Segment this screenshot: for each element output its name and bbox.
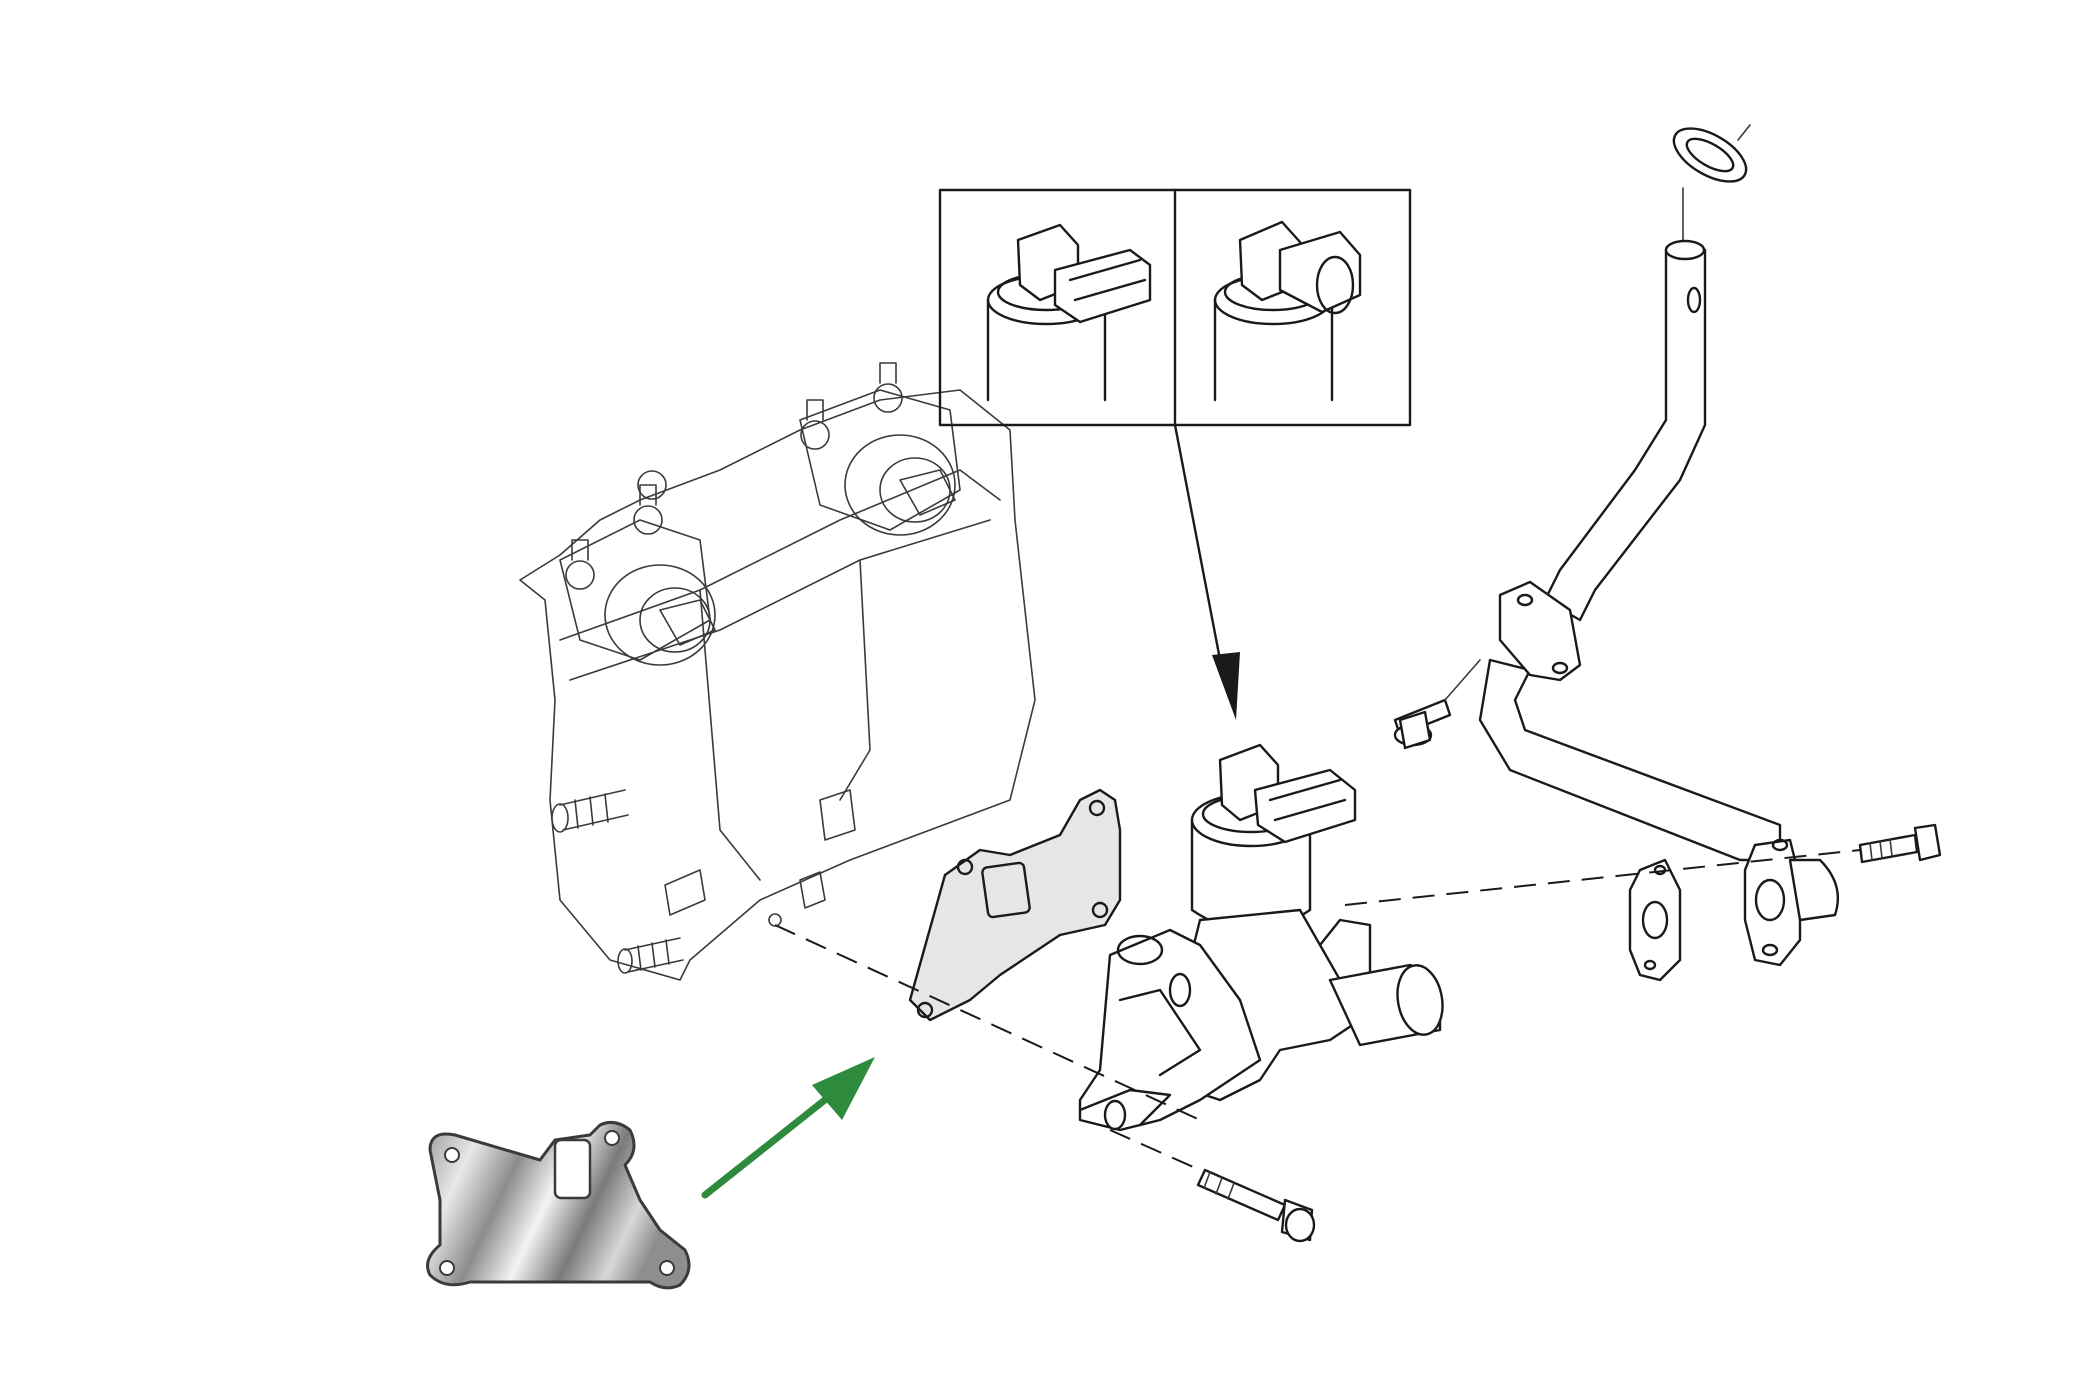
egr-blanking-plate [426, 1120, 691, 1290]
pipe-seal-ring [1672, 124, 1751, 241]
pipe-flange-bolt-upper [1393, 659, 1481, 750]
cam-cap-right [637, 362, 961, 536]
pipe-end-bolt [1858, 823, 1942, 864]
green-direction-arrow [701, 1057, 875, 1199]
connector-callout [938, 188, 1412, 427]
egr-pipe [1478, 124, 1840, 967]
valve-mounting-bolt [1196, 1168, 1316, 1243]
callout-pointer-arrow [1173, 423, 1240, 720]
stud-upper [551, 789, 629, 833]
egr-gasket [908, 788, 1122, 1022]
pipe-gasket [1628, 858, 1682, 982]
cylinder-head [519, 362, 1036, 981]
stud-lower [617, 937, 684, 974]
connector-variant-a [986, 223, 1152, 402]
cam-cap-left [559, 484, 716, 666]
connector-variant-b [1213, 220, 1362, 402]
egr-valve [1078, 743, 1444, 1132]
assembly-guide-lines [774, 849, 1861, 1171]
